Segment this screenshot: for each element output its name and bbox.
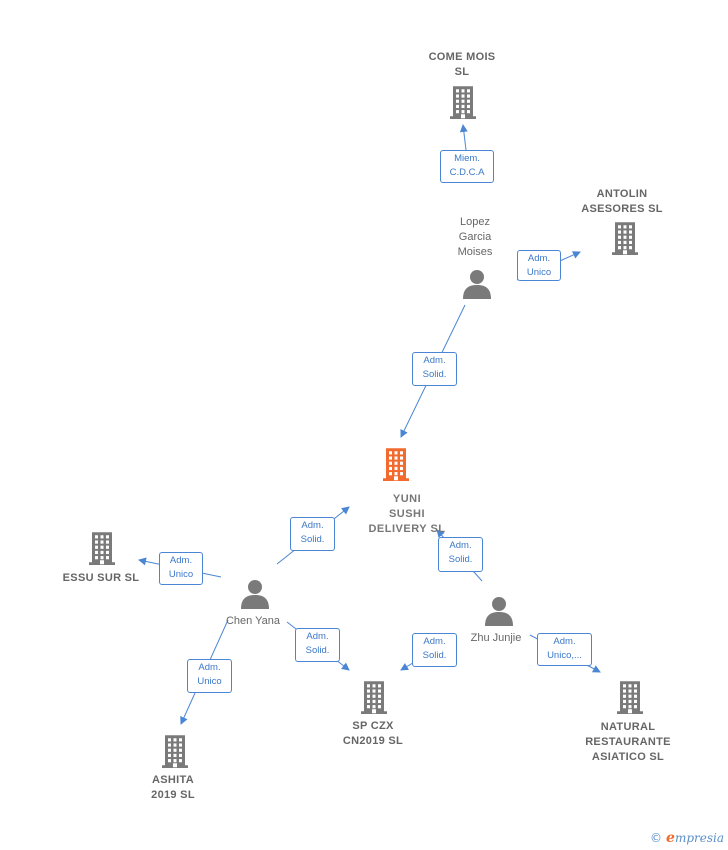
building-icon[interactable] xyxy=(87,531,117,571)
building-icon[interactable] xyxy=(610,221,640,261)
node-label-chen[interactable]: Chen Yana xyxy=(225,615,281,627)
brand-name: mpresia xyxy=(674,831,724,845)
copyright-symbol: © xyxy=(650,831,663,845)
person-icon[interactable] xyxy=(240,579,270,614)
building-icon[interactable] xyxy=(160,734,190,774)
edge-label-zhu-to-yuni[interactable]: Adm. Solid. xyxy=(438,537,483,572)
node-label-antolin[interactable]: ANTOLIN ASESORES SL xyxy=(581,188,663,215)
node-label-natural[interactable]: NATURAL RESTAURANTE ASIATICO SL xyxy=(585,721,671,763)
person-icon[interactable] xyxy=(484,596,514,631)
empresia-logo[interactable]: ©empresia xyxy=(650,830,724,846)
building-icon[interactable] xyxy=(448,85,478,125)
edge-label-chen-to-essu[interactable]: Adm. Unico xyxy=(159,552,203,585)
node-label-spczx[interactable]: SP CZX CN2019 SL xyxy=(342,720,404,747)
edge-label-zhu-to-spczx[interactable]: Adm. Solid. xyxy=(412,633,457,667)
building-icon[interactable] xyxy=(359,680,389,720)
edge-label-chen-to-ashita[interactable]: Adm. Unico xyxy=(187,659,232,693)
edge-label-chen-to-spczx[interactable]: Adm. Solid. xyxy=(295,628,340,662)
edge-label-zhu-to-natural[interactable]: Adm. Unico,... xyxy=(537,633,592,666)
main-building-icon[interactable] xyxy=(381,447,411,487)
node-label-come-mois[interactable]: COME MOIS SL xyxy=(428,51,496,78)
person-icon[interactable] xyxy=(462,269,492,304)
edge-label-lopez-to-come_mois[interactable]: Miem. C.D.C.A xyxy=(440,150,494,183)
edge-label-lopez-to-antolin[interactable]: Adm. Unico xyxy=(517,250,561,281)
node-label-zhu[interactable]: Zhu Junjie xyxy=(470,632,522,644)
edge-label-chen-to-yuni[interactable]: Adm. Solid. xyxy=(290,517,335,551)
node-label-yuni[interactable]: YUNI SUSHI DELIVERY SL xyxy=(368,493,446,535)
brand-initial: e xyxy=(666,830,675,846)
node-label-ashita[interactable]: ASHITA 2019 SL xyxy=(151,774,195,801)
edge-label-lopez-to-yuni[interactable]: Adm. Solid. xyxy=(412,352,457,386)
node-label-essu[interactable]: ESSU SUR SL xyxy=(62,572,140,584)
node-label-lopez[interactable]: Lopez Garcia Moises xyxy=(457,216,493,258)
building-icon[interactable] xyxy=(615,680,645,720)
